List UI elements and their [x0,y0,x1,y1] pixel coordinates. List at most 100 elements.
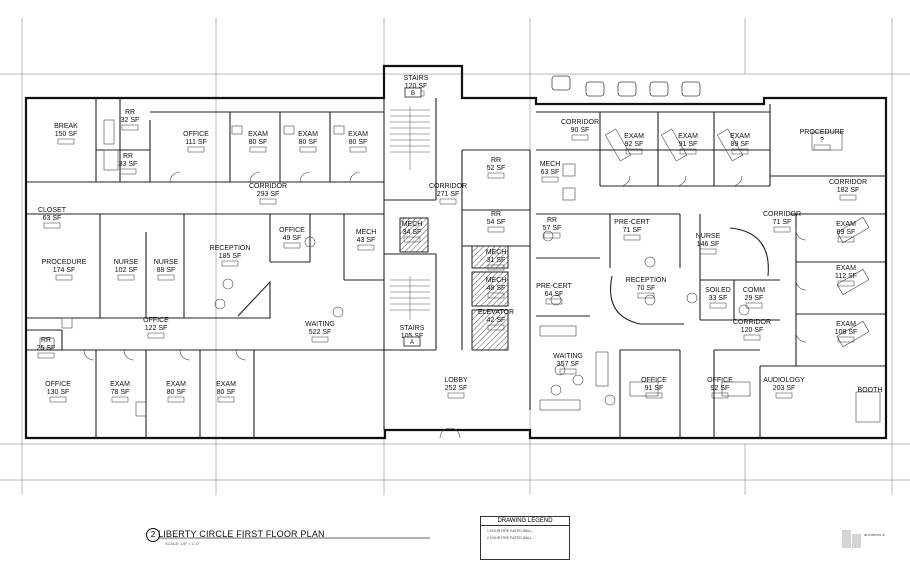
room-name-break: BREAK [54,123,78,130]
roof-skylights [551,75,701,97]
room-name-exam: EXAM [730,133,750,140]
room-tag-box [487,292,505,299]
room-name-nurse: NURSE [696,233,721,240]
room-area-waiting: 522 SF [309,329,332,336]
room-tag-box [55,274,73,281]
room-name-corridor: CORRIDOR [829,179,867,186]
room-area-exam: 80 SF [349,139,368,146]
room-area-exam: 80 SF [217,389,236,396]
room-tag-box [709,302,727,309]
room-name-pre-cert: PRE-CERT [614,219,650,226]
room-tag-box [147,332,165,339]
room-tag-box [699,248,717,255]
room-area-rr: 32 SF [121,117,140,124]
room-tag-box [311,336,329,343]
room-area-corridor: 71 SF [773,219,792,226]
room-name-waiting: WAITING [553,353,583,360]
room-area-lobby: 252 SF [445,385,468,392]
room-area-audiology: 203 SF [773,385,796,392]
room-tag-box [49,396,67,403]
room-name-exam: EXAM [624,133,644,140]
room-name-mech: MECH [540,161,561,168]
room-tag-box [731,148,749,155]
firm-logo: architects & [842,530,886,556]
legend-row-2: 2 HOUR FIRE RATED WALL [487,536,533,540]
room-name-mech: MECH [486,249,507,256]
room-name-stairs: STAIRS [400,325,425,332]
room-area-corridor: 90 SF [571,127,590,134]
room-area-nurse: 146 SF [697,241,720,248]
room-area-rr: 25 SF [37,345,56,352]
room-name-corridor: CORRIDOR [429,183,467,190]
room-area-exam: 89 SF [731,141,750,148]
room-area-stairs: 120 SF [405,83,428,90]
room-name-pre-cert: PRE-CERT [536,283,572,290]
room-tag-box [711,392,729,399]
room-tag-box [447,392,465,399]
room-name-rr: RR [491,157,501,164]
room-area-exam: 92 SF [625,141,644,148]
room-tag-box [743,334,761,341]
room-area-exam: 78 SF [111,389,130,396]
room-area-mech: 63 SF [541,169,560,176]
room-area-elevator: 42 SF [487,317,506,324]
door-swings [83,171,807,439]
room-name-soiled: SOILED [705,287,731,294]
room-name-rr: RR [41,337,51,344]
room-tag-box [37,352,55,359]
room-tag-box [357,244,375,251]
room-tag-box [541,176,559,183]
room-tag-box [221,260,239,267]
room-area-office: 91 SF [645,385,664,392]
room-tag-box [637,292,655,299]
room-area-soiled: 33 SF [709,295,728,302]
room-area-mech: 43 SF [357,237,376,244]
room-tag-box [259,198,277,205]
room-name-reception: RECEPTION [626,277,667,284]
room-area-rr: 52 SF [487,165,506,172]
room-tag-box [571,134,589,141]
room-name-office: OFFICE [641,377,667,384]
stair-tags [403,87,422,347]
room-area-exam: 112 SF [835,273,857,280]
room-tag-box [839,194,857,201]
room-area-corridor: 182 SF [837,187,860,194]
room-area-comm: 29 SF [745,295,764,302]
room-tag-box [117,274,135,281]
room-name-audiology: AUDIOLOGY [763,377,805,384]
room-name-corridor: CORRIDOR [561,119,599,126]
room-area-waiting: 357 SF [557,361,580,368]
firm-name: architects & [864,532,885,537]
room-area-office: 49 SF [283,235,302,242]
room-tag-box [837,236,855,243]
room-name-mech: MECH [356,229,377,236]
room-tag-box [119,168,137,175]
room-area-rr: 33 SF [119,161,138,168]
room-area-nurse: 102 SF [115,267,138,274]
room-name-stairs: STAIRS [404,75,429,82]
room-name-elevator: ELEVATOR [478,309,514,316]
room-name-exam: EXAM [248,131,268,138]
room-tag-box [217,396,235,403]
room-tag-box [439,198,457,205]
exterior-walls [24,64,888,440]
room-name-office: OFFICE [143,317,169,324]
room-area-exam: 80 SF [299,139,318,146]
room-area-exam: 91 SF [679,141,698,148]
room-area-mech: 48 SF [487,285,506,292]
room-area-rr: 54 SF [487,219,506,226]
room-tag-box [745,302,763,309]
room-name-office: OFFICE [45,381,71,388]
room-area-rr: 57 SF [543,225,562,232]
room-name-rr: RR [491,211,501,218]
room-area-procedure: ? [820,137,824,144]
room-area-stairs: 105 SF [401,333,424,340]
room-tag-box [559,368,577,375]
room-name-exam: EXAM [836,265,856,272]
room-tag-box [775,392,793,399]
room-name-exam: EXAM [348,131,368,138]
room-name-nurse: NURSE [154,259,179,266]
room-name-rr: RR [123,153,133,160]
room-tag-box [43,222,61,229]
